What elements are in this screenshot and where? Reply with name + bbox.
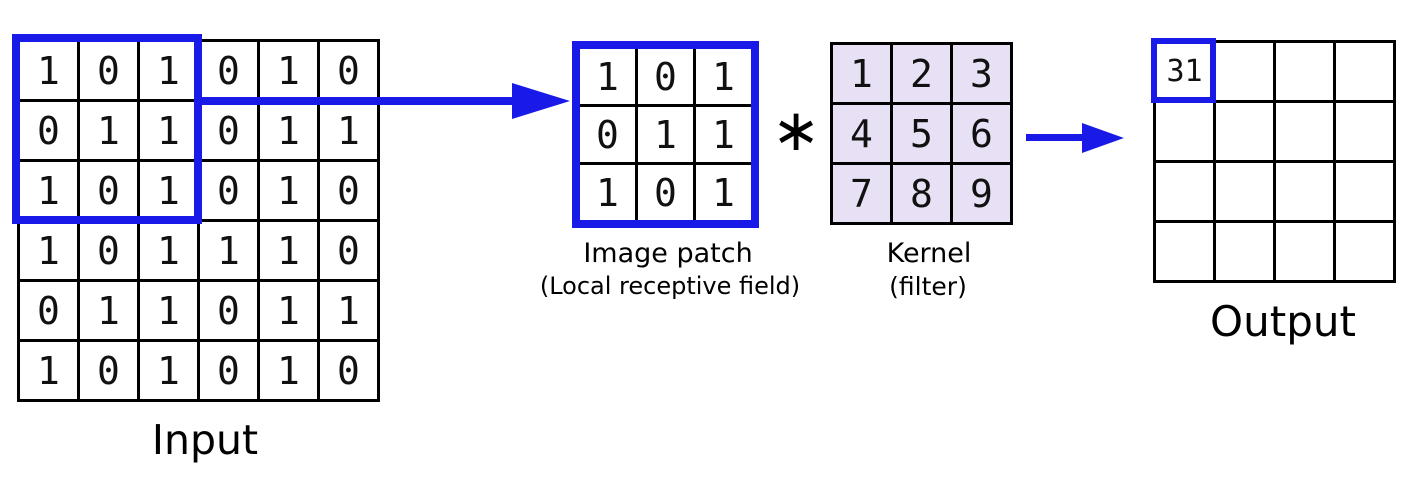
grid-cell (1276, 43, 1333, 100)
grid-cell: 1 (260, 282, 317, 339)
grid-cell: 0 (20, 102, 77, 159)
grid-cell: 0 (320, 42, 377, 99)
grid-cell: 1 (260, 222, 317, 279)
grid-cell: 0 (80, 162, 137, 219)
grid-cell: 0 (80, 222, 137, 279)
output-grid: 31 (1153, 40, 1396, 283)
grid-cell: 1 (140, 162, 197, 219)
grid-cell: 1 (140, 222, 197, 279)
grid-cell: 1 (260, 102, 317, 159)
grid-cell: 0 (20, 282, 77, 339)
output-label: Output (1210, 297, 1356, 346)
grid-cell (1216, 43, 1273, 100)
grid-cell: 0 (200, 42, 257, 99)
grid-cell (1156, 163, 1213, 220)
grid-cell: 1 (696, 49, 751, 104)
grid-cell (1336, 103, 1393, 160)
kernel-label: Kernel (886, 238, 972, 269)
grid-cell (1276, 163, 1333, 220)
grid-cell (1156, 103, 1213, 160)
grid-cell (1156, 223, 1213, 280)
grid-cell: 0 (80, 42, 137, 99)
grid-cell: 0 (320, 162, 377, 219)
grid-cell: 1 (140, 102, 197, 159)
grid-cell: 0 (320, 342, 377, 399)
grid-cell: 1 (260, 162, 317, 219)
grid-cell: 1 (696, 165, 751, 220)
arrow-right-head-icon (512, 83, 570, 119)
grid-cell: 0 (80, 342, 137, 399)
grid-cell: 1 (638, 107, 693, 162)
grid-cell: 1 (140, 342, 197, 399)
grid-cell: 3 (953, 45, 1010, 102)
grid-cell: 1 (696, 107, 751, 162)
grid-cell: 1 (200, 222, 257, 279)
grid-cell: 2 (893, 45, 950, 102)
grid-cell: 6 (953, 105, 1010, 162)
grid-cell: 1 (20, 342, 77, 399)
grid-cell: 1 (260, 342, 317, 399)
grid-cell: 0 (638, 165, 693, 220)
grid-cell: 0 (200, 282, 257, 339)
grid-cell: 1 (80, 282, 137, 339)
arrow-right-icon (1026, 134, 1084, 141)
grid-cell: 1 (320, 102, 377, 159)
input-label: Input (151, 416, 259, 464)
image-patch-sublabel: (Local receptive field) (539, 272, 801, 300)
grid-cell (1276, 103, 1333, 160)
convolution-operator: ∗ (771, 96, 821, 164)
grid-cell: 1 (20, 222, 77, 279)
grid-cell: 0 (580, 107, 635, 162)
grid-cell: 0 (200, 162, 257, 219)
grid-cell: 1 (140, 42, 197, 99)
grid-cell: 9 (953, 165, 1010, 222)
grid-cell: 5 (893, 105, 950, 162)
grid-cell (1336, 43, 1393, 100)
grid-cell: 4 (833, 105, 890, 162)
grid-cell: 0 (638, 49, 693, 104)
grid-cell: 1 (320, 282, 377, 339)
grid-cell (1216, 163, 1273, 220)
grid-cell (1276, 223, 1333, 280)
grid-cell: 7 (833, 165, 890, 222)
grid-cell: 0 (200, 102, 257, 159)
grid-cell: 8 (893, 165, 950, 222)
grid-cell (1336, 223, 1393, 280)
grid-cell: 0 (200, 342, 257, 399)
grid-cell: 1 (580, 165, 635, 220)
grid-cell: 1 (140, 282, 197, 339)
grid-cell (1216, 103, 1273, 160)
grid-cell: 1 (580, 49, 635, 104)
grid-cell (1216, 223, 1273, 280)
grid-cell: 1 (80, 102, 137, 159)
grid-cell: 0 (320, 222, 377, 279)
grid-cell: 1 (833, 45, 890, 102)
grid-cell: 1 (20, 162, 77, 219)
grid-cell: 31 (1156, 43, 1213, 100)
arrow-right-icon (196, 97, 514, 105)
image-patch-label: Image patch (583, 238, 753, 269)
grid-cell: 1 (20, 42, 77, 99)
grid-cell (1336, 163, 1393, 220)
arrow-right-head-icon (1082, 123, 1124, 153)
grid-cell: 1 (260, 42, 317, 99)
kernel-sublabel: (filter) (889, 272, 967, 301)
